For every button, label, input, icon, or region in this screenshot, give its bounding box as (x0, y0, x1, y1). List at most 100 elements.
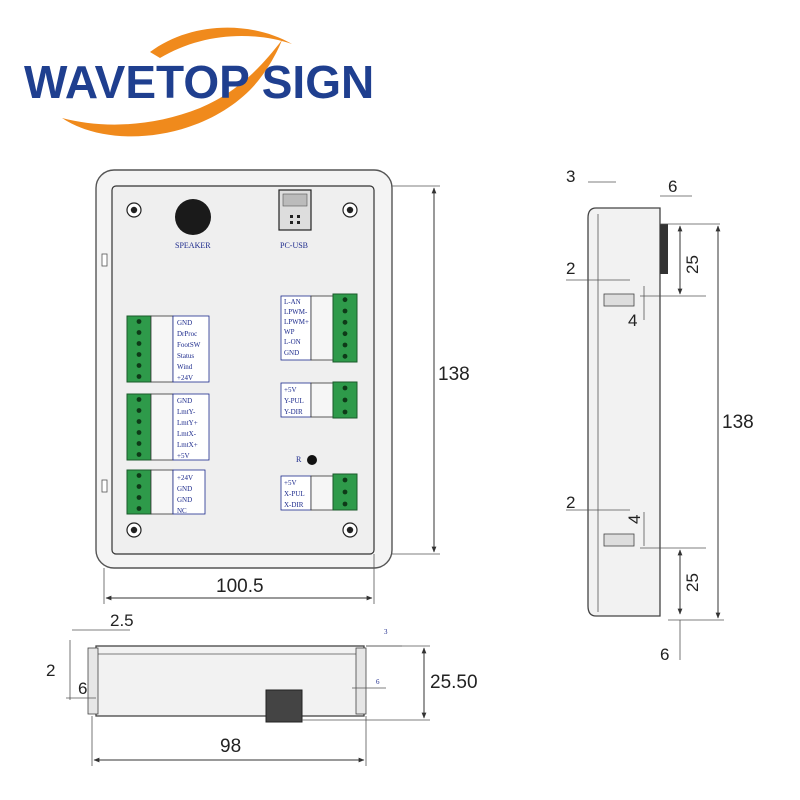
pin-hole (136, 352, 142, 357)
logo-text: WAVETOP SIGN (24, 56, 374, 108)
terminal-block-left-1 (126, 315, 210, 383)
pin-label: +5V (177, 452, 190, 460)
pin-label: GND (177, 319, 192, 327)
pin-label: L-AN (284, 298, 301, 306)
pin-hole (342, 477, 348, 483)
pin-hole (136, 397, 142, 402)
brand-logo: WAVETOP SIGN (24, 27, 374, 137)
side-view: 3 6 25 2 4 138 2 4 25 6 (566, 167, 754, 664)
pin-hole (342, 353, 348, 359)
pin-hole (136, 452, 142, 457)
dim-side-top-depth: 6 (668, 177, 677, 196)
side-lower-slot (603, 533, 635, 547)
speaker-label: SPEAKER (175, 241, 211, 250)
logo-swoosh-top (150, 27, 292, 58)
screw-top-left (126, 202, 142, 218)
dim-bottom-left-2: 2 (46, 661, 55, 680)
terminal-pin-holes (136, 297, 348, 511)
pin-label: Y-DIR (284, 408, 303, 416)
pin-label: LmtX- (177, 430, 197, 438)
pin-label: LmtY+ (177, 419, 198, 427)
terminal-right-3-labels: +5V X-PUL X-DIR (284, 479, 305, 509)
pin-label: Y-PUL (284, 397, 304, 405)
dim-bottom-right-3: 3 (384, 628, 388, 636)
dim-side-height: 138 (722, 412, 754, 433)
dim-side-lower-gap: 2 (566, 493, 575, 512)
dim-side-upper-gap: 2 (566, 259, 575, 278)
pin-label: +5V (284, 479, 297, 487)
bottom-body (95, 645, 365, 717)
bottom-usb-connector (265, 689, 303, 723)
screw-bottom-left (126, 522, 142, 538)
screw-bottom-right (342, 522, 358, 538)
pin-hole (136, 319, 142, 324)
dim-bottom-width: 98 (220, 736, 241, 757)
pin-hole (136, 495, 142, 500)
logo-swoosh (62, 40, 282, 137)
pin-label: Wind (177, 363, 193, 371)
pin-hole (342, 501, 348, 507)
bottom-left-lip (87, 647, 99, 715)
pin-label: LPWM+ (284, 318, 309, 326)
terminal-block-left-2 (126, 393, 210, 461)
pin-label: DrProc (177, 330, 197, 338)
pin-hole (342, 397, 348, 403)
pin-hole (342, 319, 348, 325)
speaker (175, 199, 211, 235)
terminal-left-1-labels: GND DrProc FootSW Status Wind +24V (177, 319, 201, 382)
reset-label: R (296, 455, 302, 464)
pin-label: GND (284, 349, 299, 357)
pin-label: L-ON (284, 338, 301, 346)
pin-hole (342, 342, 348, 348)
pin-label: FootSW (177, 341, 201, 349)
screw-top-right (342, 202, 358, 218)
pin-hole (342, 385, 348, 391)
side-top-cap (660, 224, 668, 274)
pin-label: X-PUL (284, 490, 305, 498)
terminal-left-3-labels: +24V GND GND NC (177, 474, 193, 515)
dim-front-width: 100.5 (216, 576, 264, 597)
pin-hole (136, 341, 142, 346)
pin-hole (136, 473, 142, 478)
pin-hole (136, 506, 142, 511)
dim-side-lower-25: 25 (683, 573, 702, 592)
dim-side-upper-slot: 4 (628, 311, 637, 330)
terminal-right-2-labels: +5V Y-PUL Y-DIR (284, 386, 304, 416)
pin-label: WP (284, 328, 295, 336)
reset-button (307, 455, 317, 465)
terminal-block-left-3 (126, 469, 206, 515)
pin-hole (342, 409, 348, 415)
usb-port (278, 189, 312, 231)
pin-hole (342, 297, 348, 303)
side-upper-slot (603, 293, 635, 307)
pin-hole (136, 419, 142, 424)
terminal-left-2-labels: GND LmtY- LmtY+ LmtX- LmtX+ +5V (177, 397, 198, 460)
pin-hole (136, 408, 142, 413)
pin-hole (136, 374, 142, 379)
bottom-view: 2.5 2 6 3 6 25.50 98 (46, 611, 478, 766)
pin-label: Status (177, 352, 194, 360)
dim-bottom-height: 25.50 (430, 672, 478, 693)
pin-label: +24V (177, 474, 193, 482)
dim-side-lower-slot: 4 (625, 515, 644, 524)
pin-label: GND (177, 485, 192, 493)
front-side-tab-lower (101, 479, 108, 493)
pin-hole (136, 363, 142, 368)
bottom-right-step (355, 647, 367, 715)
pin-label: GND (177, 397, 192, 405)
dim-bottom-lip: 2.5 (110, 611, 134, 630)
dim-side-bottom-6: 6 (660, 645, 669, 664)
pin-label: NC (177, 507, 187, 515)
dim-bottom-left-6: 6 (78, 679, 87, 698)
pin-hole (136, 430, 142, 435)
pin-label: LmtX+ (177, 441, 198, 449)
pin-label: LPWM- (284, 308, 308, 316)
pin-hole (342, 489, 348, 495)
dim-side-top-offset: 3 (566, 167, 575, 186)
pin-label: +5V (284, 386, 297, 394)
front-view: SPEAKER PC-USB R GND DrProc FootSW Statu… (95, 169, 470, 604)
terminal-block-right-1 (280, 293, 358, 363)
usb-label: PC-USB (280, 241, 308, 250)
pin-hole (136, 484, 142, 489)
